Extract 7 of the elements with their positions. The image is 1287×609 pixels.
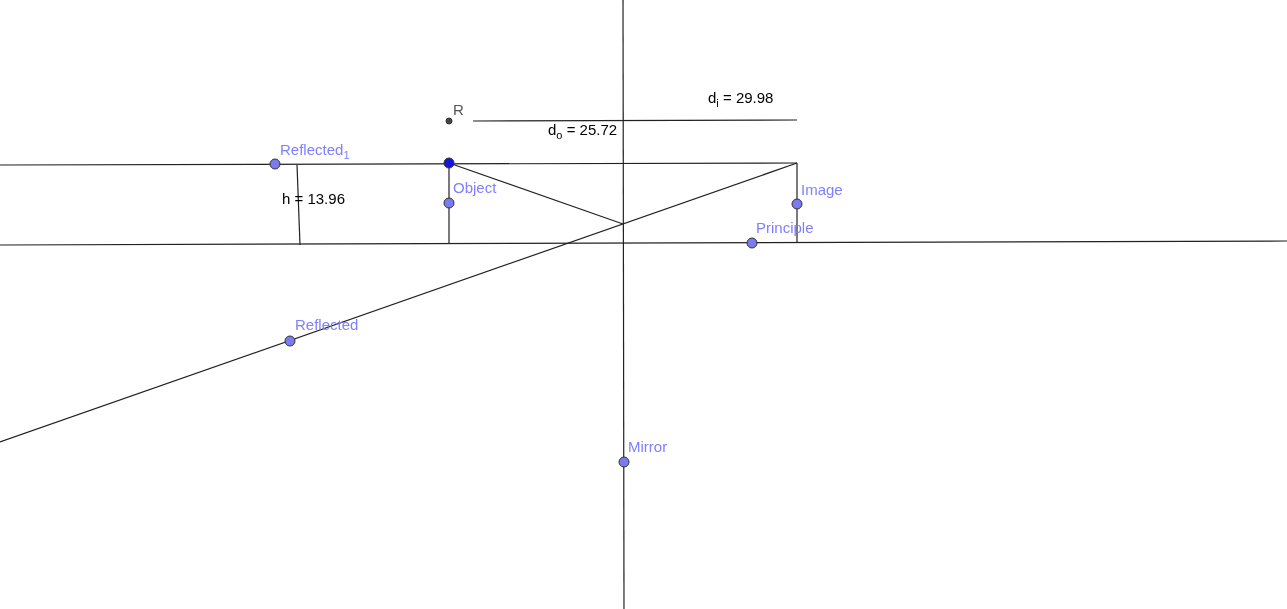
- point-label: Mirror: [628, 438, 668, 456]
- measurement-label: d$_{o}$ = 25.72: [548, 121, 618, 139]
- point-label: Reflected$_{1}$: [280, 141, 350, 159]
- measurement-label: d$_{i}$ = 29.98: [708, 89, 774, 107]
- point-label: Object: [453, 179, 497, 197]
- point-label: Image: [801, 181, 843, 199]
- point-label: R: [453, 101, 464, 119]
